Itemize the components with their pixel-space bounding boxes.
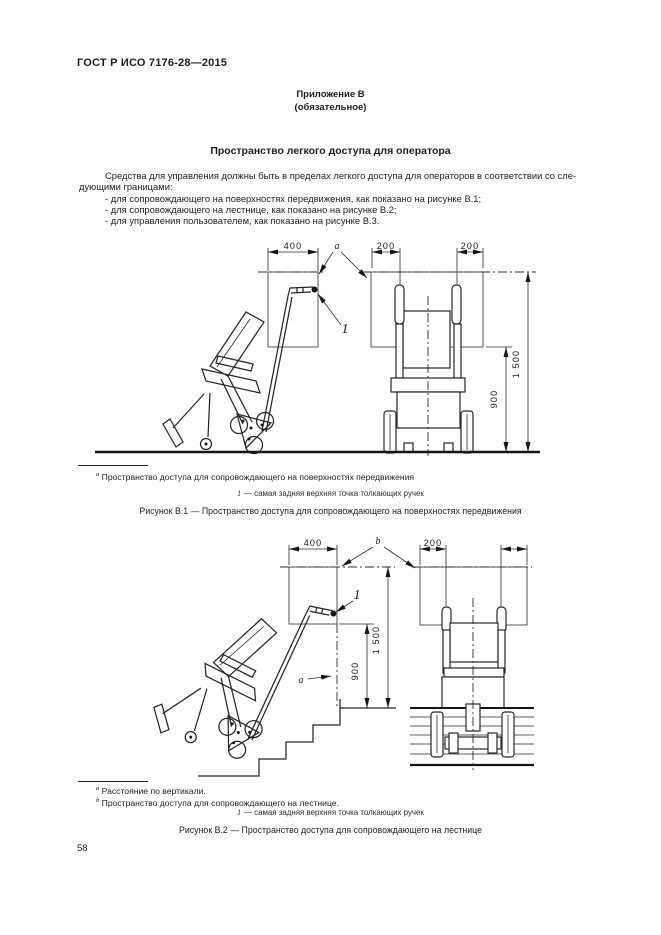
- footnote-rule: [78, 465, 148, 466]
- svg-text:1: 1: [342, 322, 349, 337]
- svg-text:a: a: [299, 675, 304, 686]
- svg-text:400: 400: [304, 538, 323, 548]
- svg-text:1 500: 1 500: [371, 626, 381, 655]
- footnote-marker: b: [96, 797, 100, 804]
- svg-text:1 500: 1 500: [511, 350, 521, 379]
- footnote-a: a Расстояние по вертикали.: [96, 783, 206, 797]
- list-item: - для сопровождающего на поверхностях пе…: [105, 192, 482, 204]
- zone-cutout: [449, 609, 499, 625]
- svg-text:900: 900: [489, 390, 499, 409]
- legend-marker: 1: [237, 489, 242, 498]
- figure-legend: 1— самая задняя верхняя точка толкающих …: [0, 489, 661, 498]
- annex-note: (обязательное): [294, 102, 367, 113]
- svg-text:b: b: [376, 536, 381, 547]
- svg-text:200: 200: [424, 538, 443, 548]
- dim-200-right-unlabeled: [500, 545, 528, 606]
- footnote-marker: a: [96, 471, 100, 478]
- footnote-marker: a: [96, 785, 100, 792]
- access-zone-left: [267, 271, 319, 348]
- figure-b1-diagram: 400 200 200 900 1 500 a 1: [95, 241, 540, 456]
- footnote-text: Пространство доступа для сопровождающего…: [101, 797, 339, 808]
- legend-text: — самая задняя верхняя точка толкающих р…: [244, 808, 424, 817]
- dim-400: 400: [288, 538, 338, 565]
- legend-text: — самая задняя верхняя точка толкающих р…: [244, 489, 424, 498]
- staircase-profile: [198, 699, 396, 777]
- svg-text:900: 900: [350, 662, 360, 681]
- stairclimber-side-view: [146, 573, 338, 775]
- legend-marker: 1: [237, 808, 242, 817]
- standard-header: ГОСТ Р ИСО 7176-28—2015: [77, 57, 228, 69]
- label-a: a: [318, 241, 368, 279]
- stairclimber-side-view: [162, 285, 319, 455]
- svg-text:a: a: [335, 241, 340, 252]
- dim-1500: 1 500: [371, 567, 391, 708]
- annex-label: Приложение В: [296, 89, 365, 100]
- wheelchair-front-view-on-stairs: [410, 598, 534, 770]
- footnote-a: a Пространство доступа для сопровождающе…: [96, 469, 414, 483]
- footnote-text: Расстояние по вертикали.: [101, 785, 206, 796]
- list-item: - для сопровождающего на лестнице, как п…: [105, 203, 397, 215]
- svg-text:200: 200: [377, 241, 396, 251]
- dim-200-right: 200: [456, 241, 484, 284]
- intro-paragraph: Средства для управления должны быть в пр…: [79, 170, 591, 226]
- intro-line: дующими границами:: [79, 181, 173, 193]
- footnote-b: b Пространство доступа для сопровождающе…: [96, 795, 339, 809]
- list-item: - для управления пользователем, как пока…: [105, 215, 380, 227]
- svg-text:400: 400: [284, 241, 303, 251]
- footnote-rule: [78, 781, 148, 782]
- figure-b2-diagram: 400 200 900 1 500 b a 1: [146, 536, 534, 777]
- dim-900: 900: [486, 346, 512, 452]
- dim-200-left: 200: [371, 241, 401, 284]
- label-1: 1: [335, 588, 361, 613]
- dim-1500: 1 500: [511, 272, 531, 452]
- figure-b2-caption: Рисунок В.2 — Пространство доступа для с…: [179, 825, 482, 835]
- dim-200-left: 200: [419, 538, 447, 606]
- svg-text:1: 1: [354, 588, 361, 603]
- label-b: b: [341, 536, 416, 569]
- footnote-text: Пространство доступа для сопровождающего…: [101, 471, 415, 482]
- svg-text:200: 200: [461, 241, 480, 251]
- dim-900: 900: [339, 623, 374, 708]
- wheelchair-front-view: [383, 284, 474, 456]
- intro-line: Средства для управления должны быть в пр…: [105, 170, 577, 181]
- page-number: 58: [77, 843, 88, 854]
- figure-legend: 1— самая задняя верхняя точка толкающих …: [0, 808, 661, 817]
- figure-b1-caption: Рисунок В.1 — Пространство доступа для с…: [139, 506, 522, 516]
- label-a: a: [299, 674, 332, 686]
- section-title: Пространство легкого доступа для операто…: [210, 145, 451, 157]
- dim-400: 400: [267, 241, 319, 271]
- label-1: 1: [317, 293, 349, 337]
- access-zone-left: [288, 566, 338, 625]
- annex-heading: Приложение В (обязательное): [0, 88, 661, 114]
